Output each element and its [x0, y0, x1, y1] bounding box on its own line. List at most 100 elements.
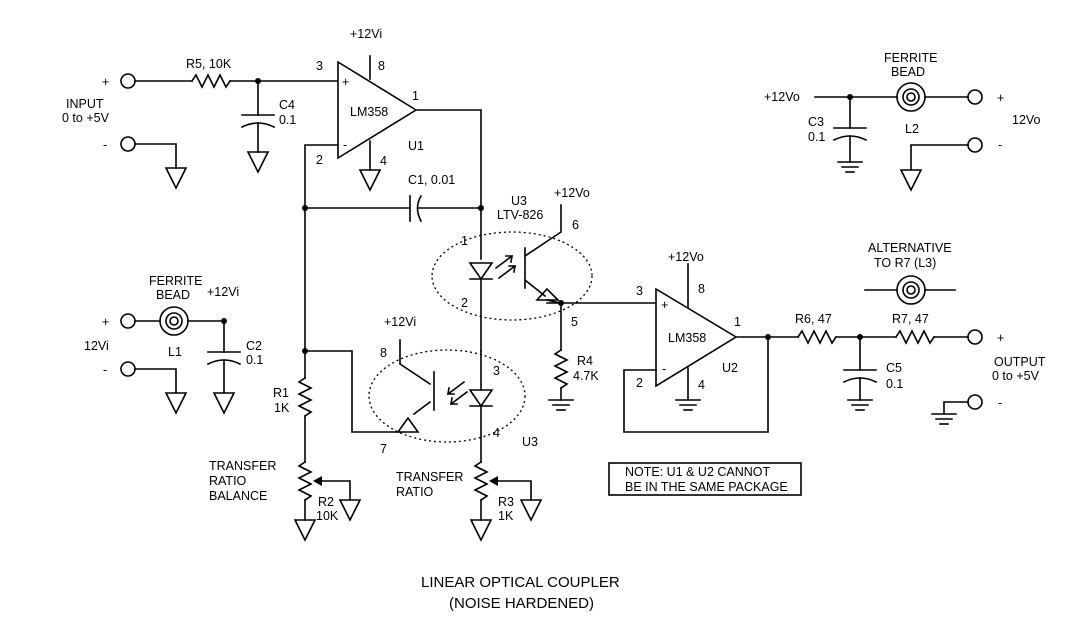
note-line-2: BE IN THE SAME PACKAGE — [625, 480, 788, 494]
l1-ferrite-inner — [165, 312, 183, 330]
r4-value: 4.7K — [573, 369, 599, 383]
r4-ref: R4 — [577, 354, 593, 368]
c4-capacitor — [240, 80, 276, 174]
output-plus: + — [997, 331, 1004, 345]
u1-minus: - — [343, 138, 347, 152]
u3-bottom-led — [446, 350, 494, 463]
u1-part: LM358 — [350, 105, 388, 119]
r2-resistor — [297, 460, 313, 502]
supply-in-plus-terminal — [120, 313, 136, 329]
output-plus-terminal — [967, 329, 983, 345]
supply-in-rail: +12Vi — [207, 285, 239, 299]
r2-value: 10K — [316, 509, 339, 523]
r3-label-1: TRANSFER — [396, 470, 463, 484]
supply-in-minus-terminal — [120, 361, 136, 377]
r2-label-3: BALANCE — [209, 489, 267, 503]
supply-in-ground-wire — [134, 368, 177, 394]
l3-ferrite-inner — [902, 281, 920, 299]
u3-pin6: 6 — [572, 218, 579, 232]
u3-pin1: 1 — [461, 234, 468, 248]
u3-top-rail: +12Vo — [554, 186, 590, 200]
supply-in-plus: + — [102, 315, 109, 329]
u1-pin3: 3 — [316, 59, 323, 73]
c5-value: 0.1 — [886, 377, 903, 391]
r2-label-1: TRANSFER — [209, 459, 276, 473]
input-range-label: 0 to +5V — [62, 111, 110, 125]
r6-label: R6, 47 — [795, 312, 832, 326]
input-label: INPUT — [66, 97, 104, 111]
l2-ferrite-outer — [896, 82, 926, 112]
r2-ground-symbol — [293, 519, 317, 542]
input-minus-sign: - — [103, 138, 107, 152]
u3-top-led — [468, 254, 517, 352]
u1-ref: U1 — [408, 139, 424, 153]
supply-in-ferrite-1: FERRITE — [149, 274, 202, 288]
r7-label: R7, 47 — [892, 312, 929, 326]
u3-top-ref: U3 — [511, 194, 527, 208]
r3-ref: R3 — [498, 495, 514, 509]
diagram-title: LINEAR OPTICAL COUPLER — [421, 574, 620, 591]
supply-out-ferrite-2: BEAD — [891, 65, 925, 79]
r7-resistor — [894, 329, 936, 345]
supply-out-plus-terminal — [967, 89, 983, 105]
u1-rail: +12Vi — [350, 27, 382, 41]
u3-top-phototransistor — [523, 204, 562, 304]
u2-ref: U2 — [722, 361, 738, 375]
u2-minus: - — [662, 362, 666, 376]
u3-bottom-phototransistor — [396, 339, 435, 433]
input-terminals: + - INPUT 0 to +5V — [62, 73, 188, 190]
u2-pin2: 2 — [636, 376, 643, 390]
alternative-line-2: TO R7 (L3) — [874, 256, 936, 270]
r4-ground-symbol — [548, 399, 574, 411]
r2-ground-wiper — [338, 499, 362, 522]
u3-bottom-rail: +12Vi — [384, 315, 416, 329]
u2-rail: +12Vo — [668, 250, 704, 264]
u1-pin8: 8 — [378, 59, 385, 73]
c3-capacitor — [832, 96, 868, 173]
supply-out-ground-symbol — [899, 169, 923, 192]
c4-ref: C4 — [279, 98, 295, 112]
u1-pin1: 1 — [412, 89, 419, 103]
supply-out-inductor: L2 — [905, 122, 919, 136]
u1-pin2: 2 — [316, 153, 323, 167]
r1-resistor — [297, 376, 313, 418]
r3-value: 1K — [498, 509, 514, 523]
c3-ref: C3 — [808, 115, 824, 129]
u3-bottom-ref: U3 — [522, 435, 538, 449]
l1-ferrite-core — [169, 316, 179, 326]
r2-ref: R2 — [318, 495, 334, 509]
u2-feedback-wire — [623, 336, 769, 433]
supply-in-ground-symbol — [164, 392, 188, 415]
supply-out-minus: - — [998, 138, 1002, 152]
c3-value: 0.1 — [808, 130, 825, 144]
r3-wiper-arrow — [489, 476, 498, 486]
u2-opamp — [655, 263, 738, 411]
c2-ref: C2 — [246, 339, 262, 353]
u1-output-wire — [415, 109, 482, 260]
u2-pin1: 1 — [734, 315, 741, 329]
u3-pin7: 7 — [380, 442, 387, 456]
r3-ground-wiper — [519, 499, 543, 522]
u2-part: LM358 — [668, 331, 706, 345]
c1-label: C1, 0.01 — [408, 173, 455, 187]
r5-resistor — [190, 73, 232, 89]
supply-in-ferrite-2: BEAD — [156, 288, 190, 302]
r3-resistor — [473, 460, 489, 502]
supply-in-inductor: L1 — [168, 345, 182, 359]
l3-ferrite-outer — [896, 275, 926, 305]
u3-pin5: 5 — [571, 315, 578, 329]
r2-wiper-wire — [317, 480, 351, 501]
supply-out-rail: +12Vo — [764, 90, 800, 104]
r4-resistor — [553, 348, 569, 390]
r3-label-2: RATIO — [396, 485, 434, 499]
input-ground-symbol — [164, 167, 188, 190]
u2-plus: + — [661, 298, 668, 312]
u3-pin2: 2 — [461, 296, 468, 310]
input-minus-terminal — [120, 136, 136, 152]
input-ground-wire — [134, 143, 177, 169]
r1-value: 1K — [274, 401, 290, 415]
supply-out-ground-wire — [910, 144, 969, 171]
note-line-1: NOTE: U1 & U2 CANNOT — [625, 465, 771, 479]
u3-pin3: 3 — [493, 364, 500, 378]
